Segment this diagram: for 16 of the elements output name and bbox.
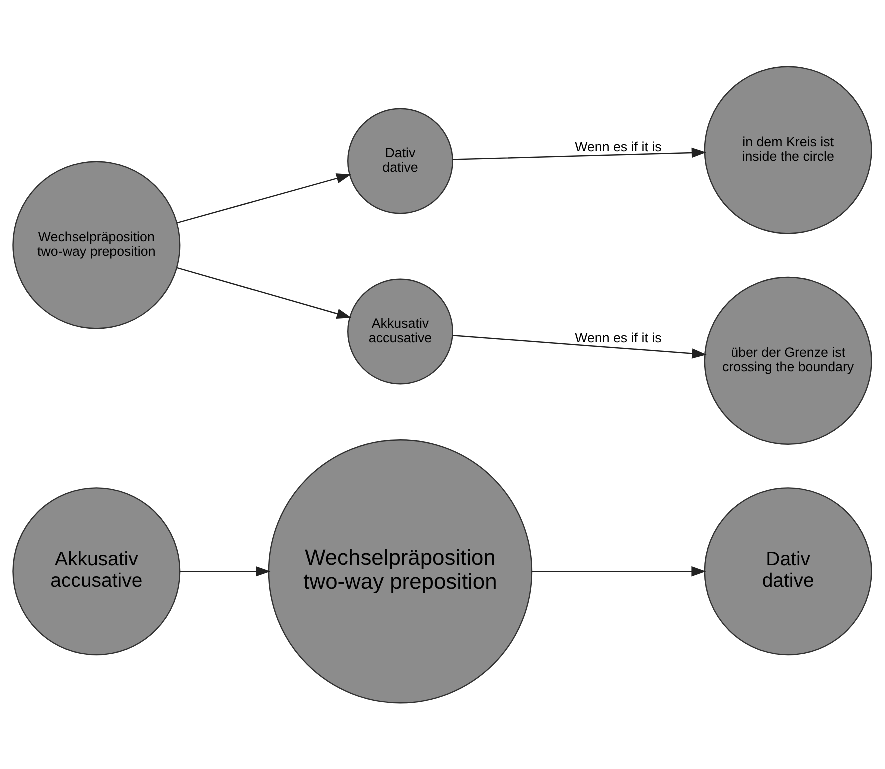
edge-label: Wenn es if it is — [575, 138, 662, 154]
arrow — [452, 147, 706, 160]
arrow — [452, 334, 707, 358]
arrow — [180, 566, 271, 576]
node-circle: Wechselpräposition two-way preposition — [12, 160, 181, 329]
edge-label: Wenn es if it is — [575, 330, 662, 345]
node-circle: Dativ dative — [704, 487, 872, 656]
node-circle: über der Grenze ist crossing the boundary — [704, 276, 872, 444]
arrow — [532, 566, 706, 576]
node-circle: Wechselpräposition two-way preposition — [268, 439, 533, 704]
arrow — [176, 266, 352, 318]
node-circle: Akkusativ accusative — [348, 278, 454, 384]
node-circle: in dem Kreis ist inside the circle — [704, 66, 872, 234]
arrow — [177, 173, 352, 224]
node-circle: Dativ dative — [348, 108, 454, 214]
node-circle: Akkusativ accusative — [12, 487, 181, 656]
